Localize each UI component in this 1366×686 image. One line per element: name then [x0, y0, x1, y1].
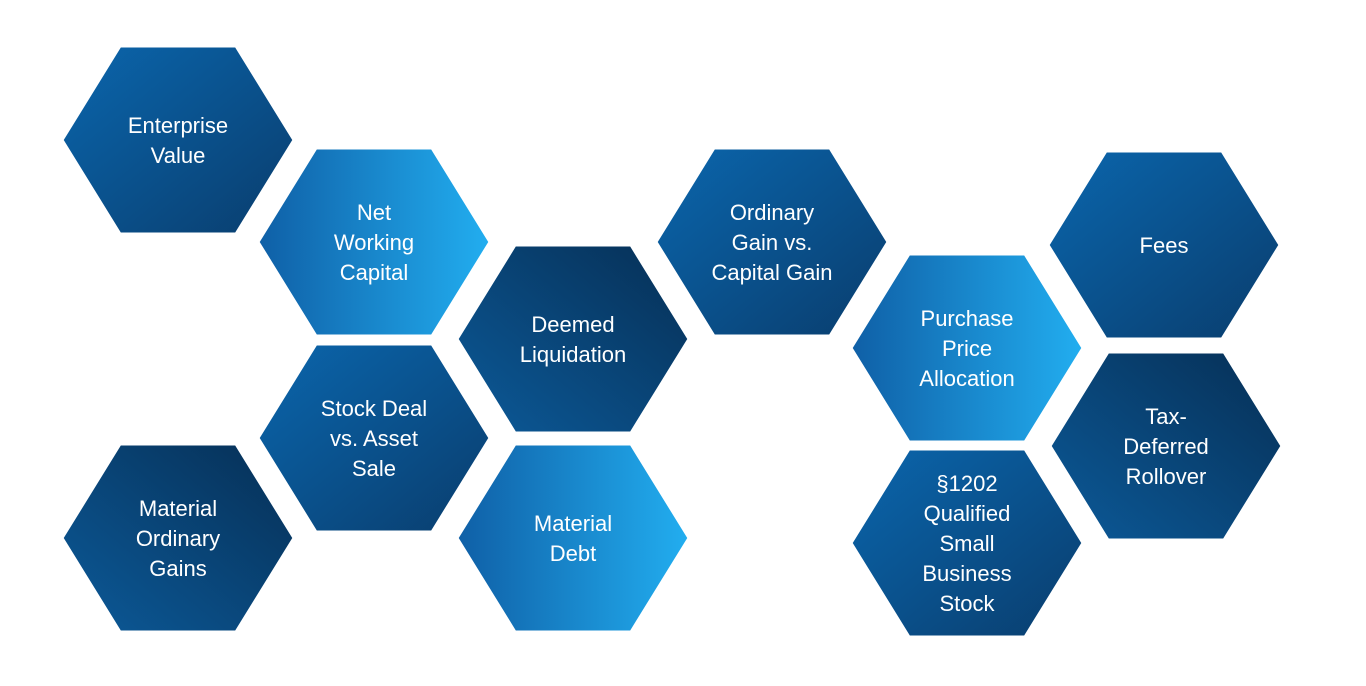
- hexagon-label-line: Fees: [1140, 233, 1189, 258]
- hexagon-shape: [60, 44, 296, 236]
- hexagon-label-line: Stock: [939, 591, 995, 616]
- hexagon-shape: [256, 146, 492, 338]
- hexagon-shape: [849, 447, 1085, 639]
- hexagon-label-line: Gains: [149, 556, 206, 581]
- hexagon-shape: [1046, 149, 1282, 341]
- hexagon-shape: [654, 146, 890, 338]
- hexagon-label-line: §1202: [936, 471, 997, 496]
- hexagon-label-line: Net: [357, 200, 391, 225]
- hexagon-shape: [455, 243, 691, 435]
- hexagon-label-line: Rollover: [1126, 464, 1207, 489]
- hexagon-label-line: Tax-: [1145, 404, 1187, 429]
- hexagon-label-line: Debt: [550, 541, 596, 566]
- hexagon-label-line: Deemed: [531, 312, 614, 337]
- hexagon-label-line: Material: [139, 496, 217, 521]
- hexagon-label-line: Ordinary: [730, 200, 814, 225]
- hexagon-label-line: Purchase: [921, 306, 1014, 331]
- hexagon-label-line: Gain vs.: [732, 230, 813, 255]
- hexagon-shape: [60, 442, 296, 634]
- hexagon-label-line: Working: [334, 230, 414, 255]
- hexagon-label-line: Enterprise: [128, 113, 228, 138]
- hexagon-shape: [1048, 350, 1284, 542]
- hexagon-label-line: Allocation: [919, 366, 1014, 391]
- hexagon-label-line: Business: [922, 561, 1011, 586]
- hexagon-label-line: Material: [534, 511, 612, 536]
- hexagon-shape: [849, 252, 1085, 444]
- hexagon-label-line: Liquidation: [520, 342, 626, 367]
- hexagon-label-line: Sale: [352, 456, 396, 481]
- hexagon-label-line: Capital Gain: [711, 260, 832, 285]
- hex-fees: Fees: [1046, 149, 1282, 341]
- hexagon-label-line: Qualified: [924, 501, 1011, 526]
- hexagon-label-line: Ordinary: [136, 526, 220, 551]
- hexagon-label-line: Small: [939, 531, 994, 556]
- hexagon-label-line: Value: [151, 143, 206, 168]
- hexagon-shape: [256, 342, 492, 534]
- hexagon-label-line: Capital: [340, 260, 408, 285]
- hexagon-shape: [455, 442, 691, 634]
- hexagon-label-line: Price: [942, 336, 992, 361]
- hexagon-label-line: Deferred: [1123, 434, 1209, 459]
- hexagon-label-line: Stock Deal: [321, 396, 427, 421]
- hexagon-label-line: vs. Asset: [330, 426, 418, 451]
